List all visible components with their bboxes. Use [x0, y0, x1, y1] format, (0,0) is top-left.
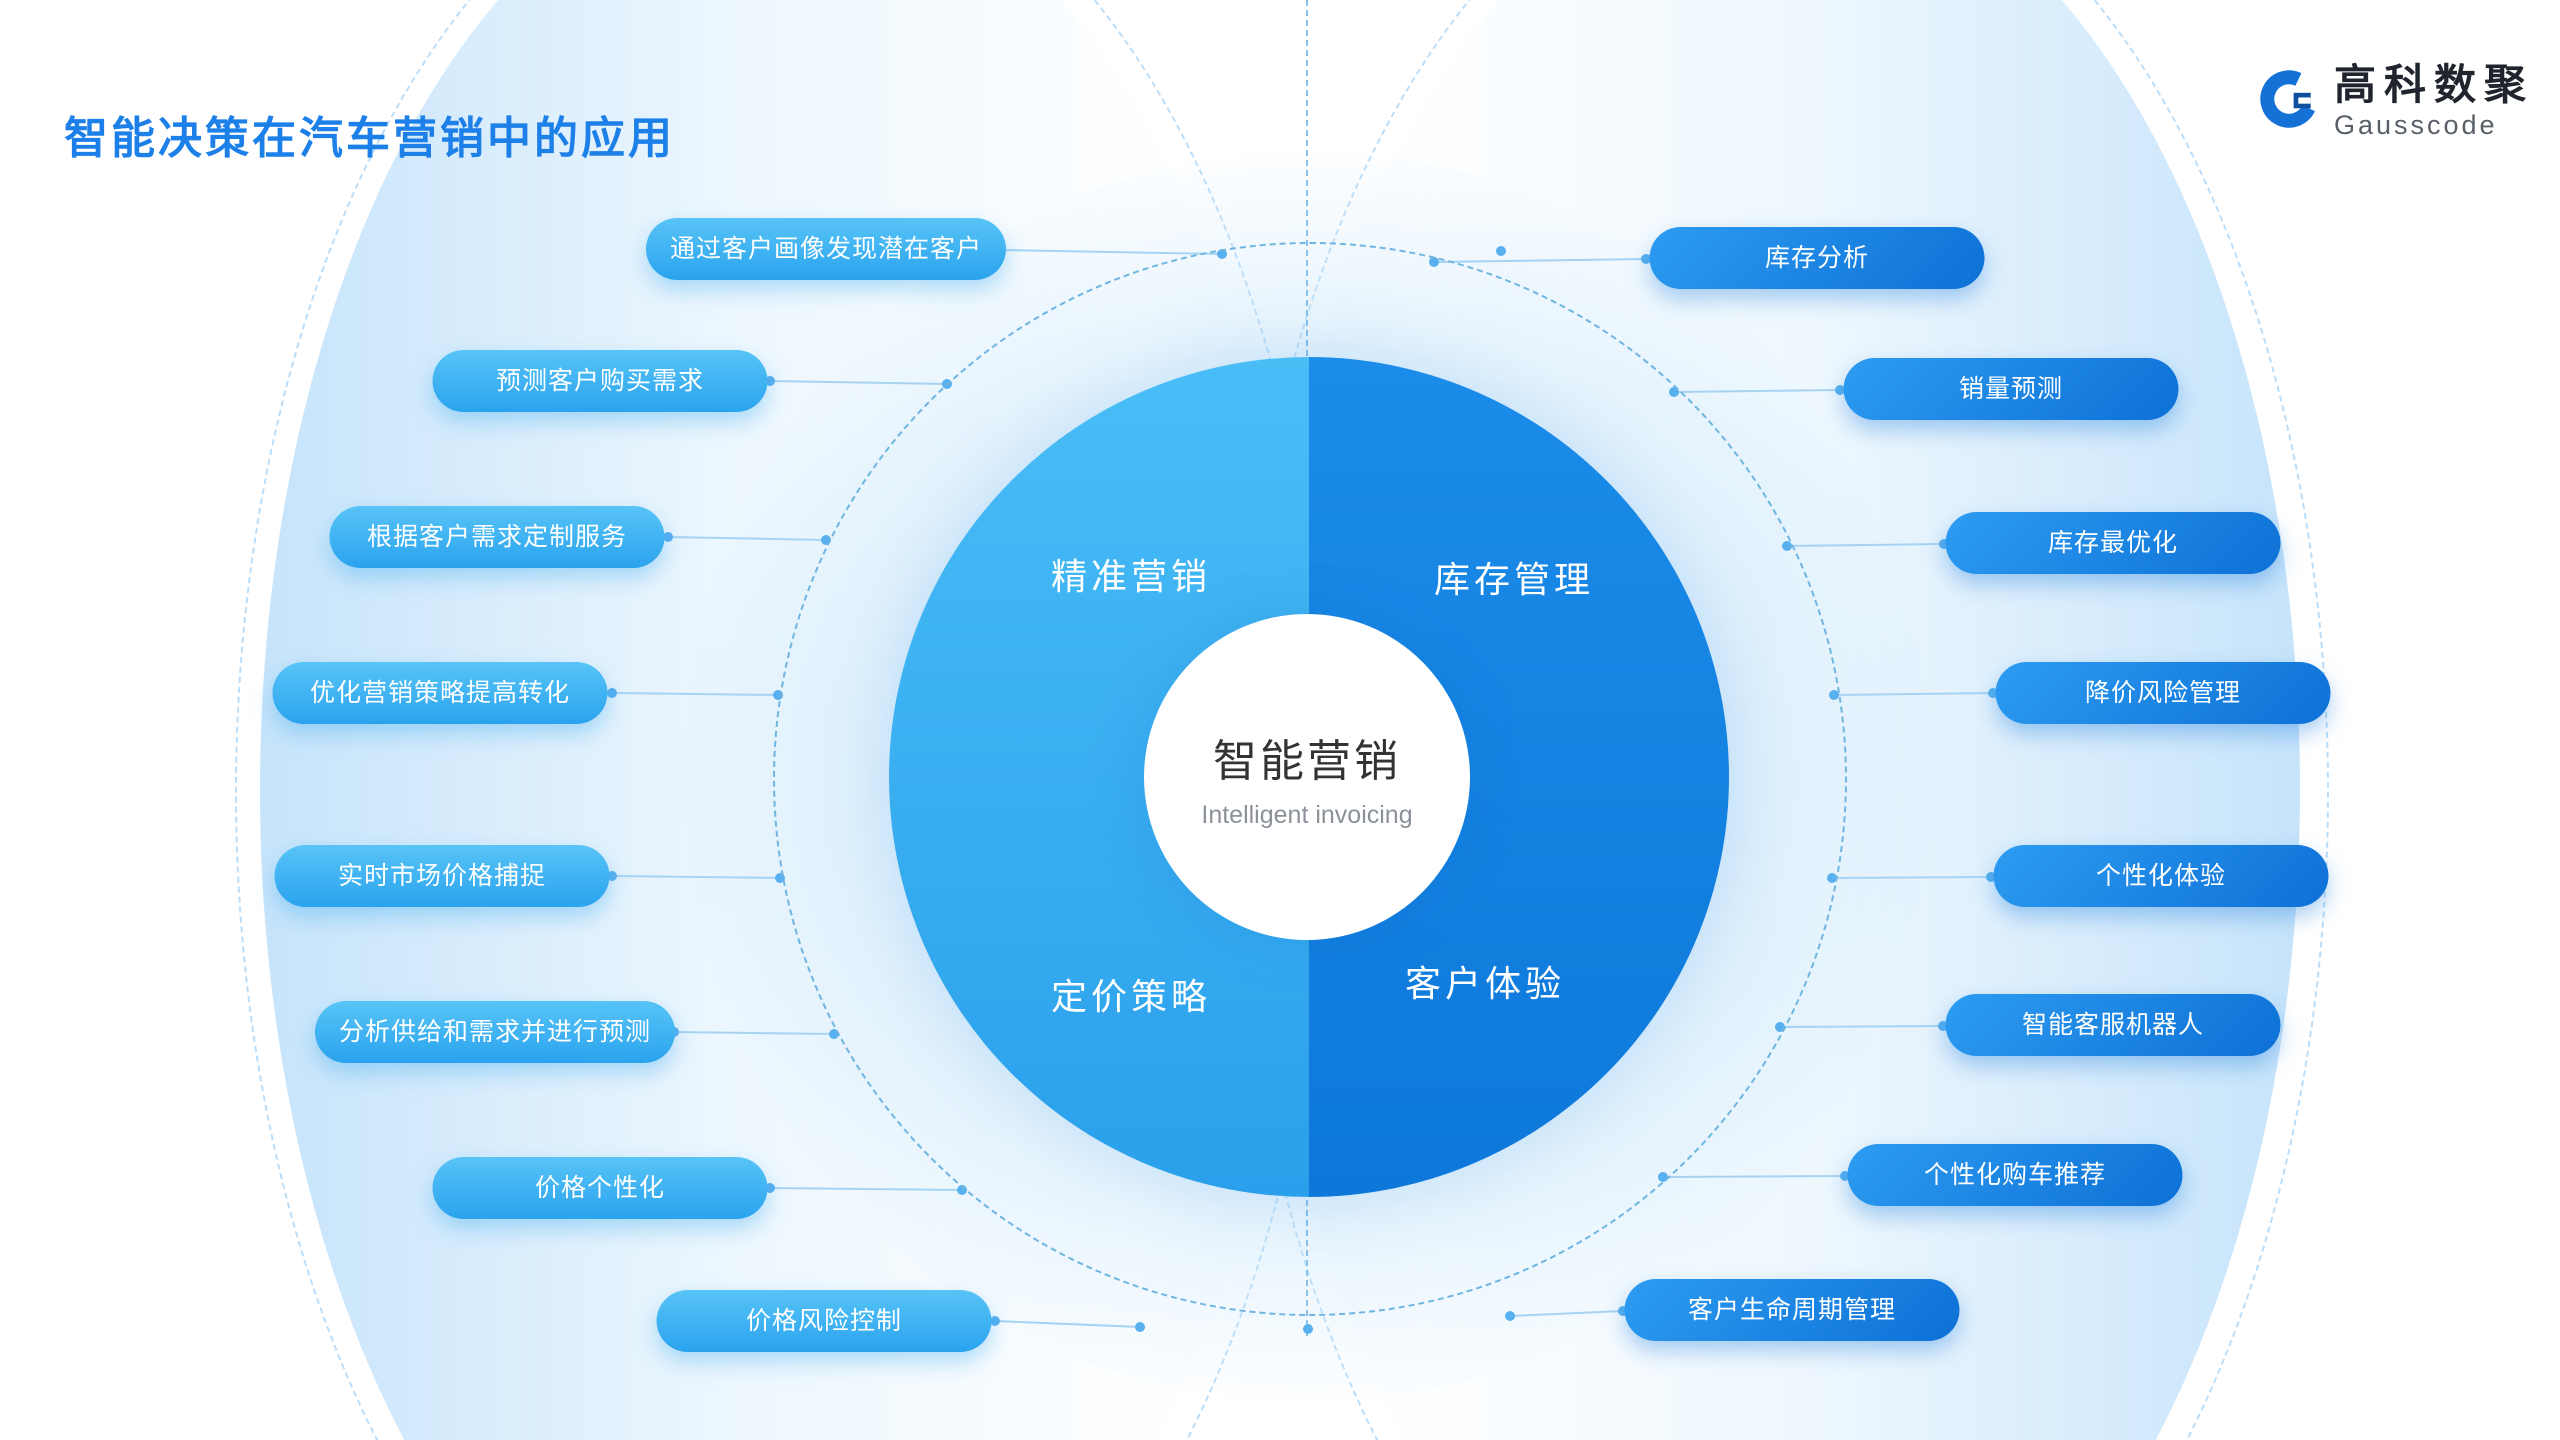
hub-subtitle: Intelligent invoicing: [1201, 800, 1413, 829]
right-pill-7: 个性化购车推荐: [1847, 1144, 2183, 1206]
logo-icon: [2260, 70, 2318, 128]
right-pill-8: 客户生命周期管理: [1624, 1279, 1960, 1341]
logo-name-cn: 高科数聚: [2333, 61, 2534, 108]
right-pill-3: 库存最优化: [1945, 512, 2281, 574]
right-pill-1: 库存分析: [1649, 227, 1985, 289]
logo-text: 高科数聚 Gausscode: [2334, 64, 2534, 141]
left-pill-3: 根据客户需求定制服务: [329, 506, 665, 568]
quadrant-label-precision-marketing: 精准营销: [1050, 556, 1212, 597]
page-title: 智能决策在汽车营销中的应用: [64, 114, 675, 163]
hub-circle: 智能营销 Intelligent invoicing: [1144, 614, 1470, 940]
left-pill-1: 通过客户画像发现潜在客户: [645, 218, 1007, 280]
right-pill-5: 个性化体验: [1993, 845, 2329, 907]
quadrant-label-inventory-management: 库存管理: [1433, 559, 1595, 600]
quadrant-label-pricing-strategy: 定价策略: [1050, 976, 1212, 1017]
left-pill-2: 预测客户购买需求: [432, 350, 768, 412]
right-pill-2: 销量预测: [1843, 358, 2179, 420]
left-pill-8: 价格风险控制: [656, 1290, 992, 1352]
hub-title: 智能营销: [1213, 736, 1401, 786]
quadrant-label-customer-experience: 客户体验: [1404, 963, 1566, 1004]
left-pill-7: 价格个性化: [432, 1157, 768, 1219]
dashed-orbit-circle: [773, 242, 1847, 1316]
right-pill-6: 智能客服机器人: [1945, 994, 2281, 1056]
logo: 高科数聚 Gausscode: [2258, 64, 2534, 141]
left-pill-6: 分析供给和需求并进行预测: [314, 1001, 676, 1063]
right-pill-4: 降价风险管理: [1995, 662, 2331, 724]
left-pill-4: 优化营销策略提高转化: [272, 662, 608, 724]
left-pill-5: 实时市场价格捕捉: [274, 845, 610, 907]
logo-name-en: Gausscode: [2333, 110, 2498, 140]
